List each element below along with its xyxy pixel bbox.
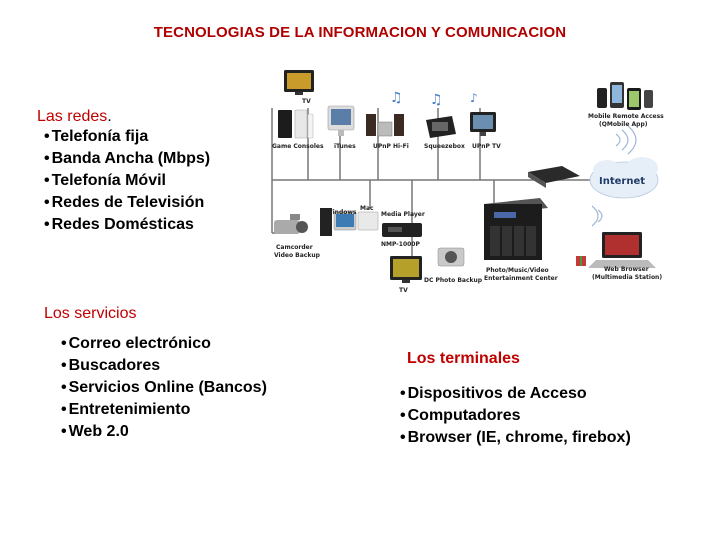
mac-label: Mac bbox=[360, 205, 374, 212]
camera-icon bbox=[437, 247, 465, 267]
media-player-label: Media Player bbox=[381, 211, 425, 218]
windows-label: Windows bbox=[326, 209, 357, 216]
redes-heading-text: Las redes bbox=[37, 108, 108, 125]
list-item: Telefonía Móvil bbox=[44, 170, 210, 192]
mobile-access-label-1: Mobile Remote Access bbox=[588, 113, 664, 120]
list-item: Computadores bbox=[400, 405, 631, 427]
list-item: Dispositivos de Acceso bbox=[400, 383, 631, 405]
list-item: Servicios Online (Bancos) bbox=[61, 377, 267, 399]
list-item: Browser (IE, chrome, firebox) bbox=[400, 427, 631, 449]
dc-photo-label: DC Photo Backup bbox=[424, 277, 483, 284]
squeezebox-label: Squeezebox bbox=[424, 143, 465, 150]
desktop-computer-icon bbox=[320, 208, 379, 236]
internet-label: Internet bbox=[599, 176, 645, 187]
servicios-list: Correo electrónico Buscadores Servicios … bbox=[61, 333, 267, 443]
mobile-access-label-2: (QMobile App) bbox=[599, 121, 648, 128]
game-consoles-label: Game Consoles bbox=[272, 143, 324, 150]
svg-text:♫: ♫ bbox=[390, 90, 403, 106]
terminales-heading: Los terminales bbox=[407, 350, 520, 367]
list-item: Telefonía fija bbox=[44, 126, 210, 148]
list-item: Web 2.0 bbox=[61, 421, 267, 443]
music-note-icon: ♫ ♫ ♪ bbox=[390, 90, 478, 108]
camcorder-icon bbox=[274, 214, 308, 234]
monitor-icon bbox=[327, 105, 355, 136]
list-item: Banda Ancha (Mbps) bbox=[44, 148, 211, 170]
photo-center-label-1: Photo/Music/Video bbox=[486, 267, 549, 274]
svg-text:♪: ♪ bbox=[470, 91, 478, 105]
upnp-hifi-label: UPnP Hi-Fi bbox=[373, 143, 409, 150]
camcorder-label-2: Video Backup bbox=[274, 252, 321, 259]
internet-cloud-icon bbox=[589, 157, 659, 199]
upnp-tv-label: UPnP TV bbox=[472, 143, 501, 150]
tv-icon bbox=[284, 70, 314, 95]
camcorder-label-1: Camcorder bbox=[276, 244, 313, 251]
laptop-icon bbox=[588, 232, 656, 268]
media-player-icon bbox=[382, 223, 422, 237]
list-item: Entretenimiento bbox=[61, 399, 267, 421]
home-network-diagram: TV Game Consoles iTunes ♫ ♫ ♪ UPnP Hi-Fi… bbox=[271, 70, 664, 294]
page-title: TECNOLOGIAS DE LA INFORMACION Y COMUNICA… bbox=[153, 24, 567, 41]
list-item: Buscadores bbox=[61, 355, 267, 377]
redes-heading: Las redes. bbox=[37, 108, 210, 126]
list-item: Redes Domésticas bbox=[44, 214, 210, 236]
tv-top-label: TV bbox=[302, 98, 311, 105]
tv-bottom-label: TV bbox=[399, 287, 408, 294]
nas-server-icon bbox=[484, 198, 548, 260]
gift-icon bbox=[576, 256, 586, 266]
servicios-heading: Los servicios bbox=[44, 305, 137, 322]
wifi-signal-icon bbox=[615, 125, 637, 155]
redes-list: Telefonía fija Banda Ancha (Mbps) Telefo… bbox=[44, 126, 211, 236]
mobile-phone-icon bbox=[597, 82, 653, 110]
web-browser-label-1: Web Browser bbox=[604, 266, 649, 273]
redes-section: Las redes. Telefonía fija Banda Ancha (M… bbox=[37, 108, 210, 236]
tv-bottom-icon bbox=[390, 256, 422, 283]
list-item: Redes de Televisión bbox=[44, 192, 210, 214]
game-console-icon bbox=[278, 109, 314, 139]
photo-center-label-2: Entertainment Center bbox=[484, 275, 558, 282]
hifi-speaker-icon bbox=[366, 114, 404, 137]
terminales-list: Dispositivos de Acceso Computadores Brow… bbox=[400, 383, 631, 449]
svg-text:♫: ♫ bbox=[430, 92, 443, 108]
redes-heading-period: . bbox=[107, 108, 112, 125]
squeezebox-icon bbox=[426, 116, 456, 138]
router-icon bbox=[528, 166, 580, 188]
wifi-signal-icon bbox=[591, 205, 603, 227]
web-browser-label-2: (Multimedia Station) bbox=[592, 274, 662, 281]
upnp-tv-icon bbox=[470, 112, 496, 136]
nmp-label: NMP-1000P bbox=[381, 241, 420, 248]
itunes-label: iTunes bbox=[334, 143, 356, 150]
list-item: Correo electrónico bbox=[61, 333, 267, 355]
